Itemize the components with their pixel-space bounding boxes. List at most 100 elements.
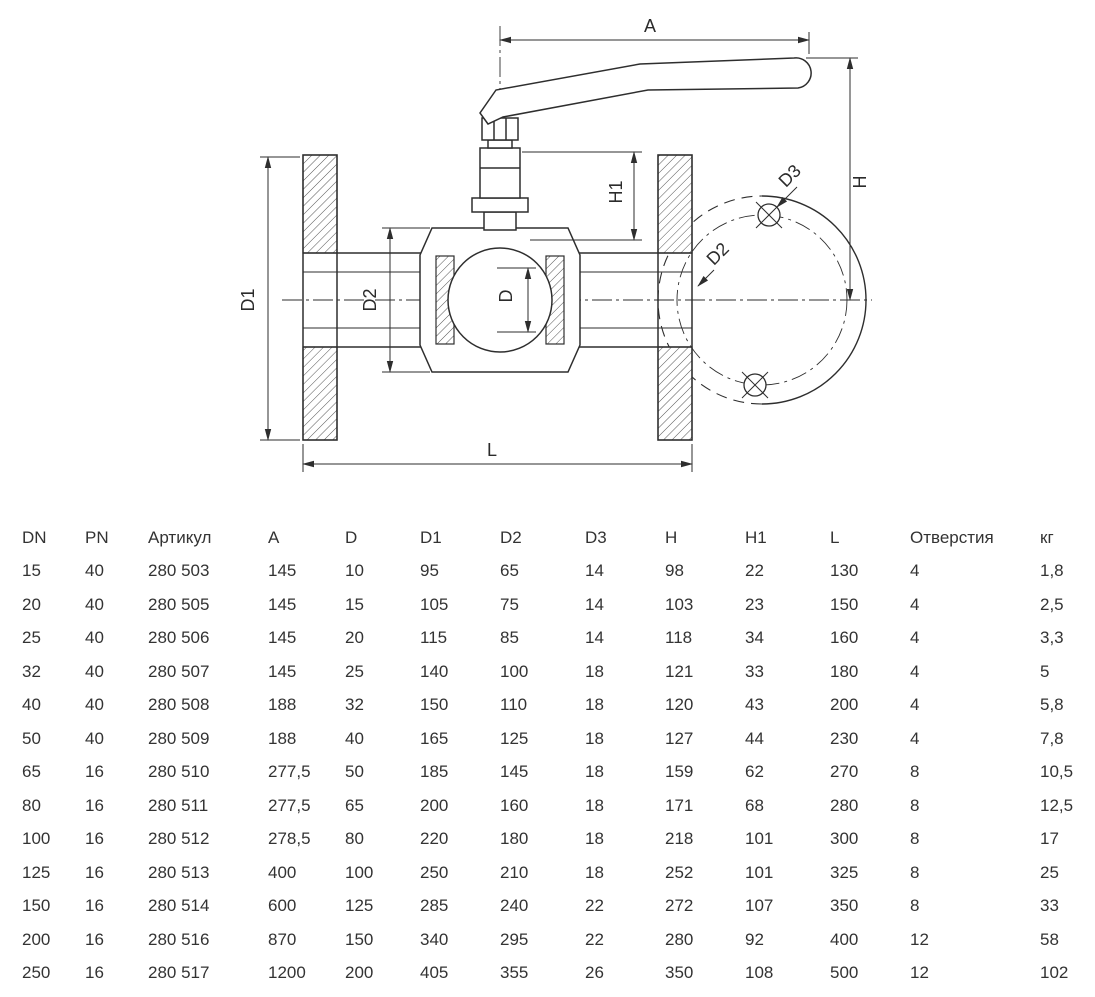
table-cell: 4 — [910, 561, 920, 581]
stem-assembly — [471, 117, 529, 231]
table-cell: 145 — [268, 628, 297, 648]
handle-lever — [479, 57, 812, 125]
table-cell: 140 — [420, 661, 449, 681]
column-header: DN — [22, 527, 47, 547]
table-cell: 185 — [420, 762, 449, 782]
table-cell: 400 — [268, 862, 297, 882]
table-cell: 250 — [420, 862, 449, 882]
table-cell: 16 — [85, 929, 104, 949]
table-cell: 1,8 — [1040, 561, 1064, 581]
table-row: 80 16 280 511 277,5 65 200 160 18 171 68… — [22, 789, 1095, 823]
label-D2: D2 — [360, 288, 380, 311]
table-cell: 171 — [665, 795, 694, 815]
table-cell: 100 — [500, 661, 529, 681]
table-cell: 145 — [268, 594, 297, 614]
table-row: 125 16 280 513 400 100 250 210 18 252 10… — [22, 856, 1095, 890]
label-D3-face: D3 — [775, 161, 805, 191]
table-cell: 8 — [910, 762, 920, 782]
table-cell: 25 — [22, 628, 41, 648]
column-header: H1 — [745, 527, 767, 547]
table-cell: 65 — [500, 561, 519, 581]
table-cell: 400 — [830, 929, 859, 949]
table-cell: 160 — [500, 795, 529, 815]
dim-A — [499, 32, 810, 54]
table-cell: 20 — [22, 594, 41, 614]
table-cell: 18 — [585, 762, 604, 782]
table-cell: 280 506 — [148, 628, 210, 648]
table-cell: 18 — [585, 695, 604, 715]
table-cell: 98 — [665, 561, 684, 581]
column-header: PN — [85, 527, 109, 547]
table-cell: 14 — [585, 628, 604, 648]
table-cell: 280 508 — [148, 695, 210, 715]
table-cell: 150 — [22, 896, 51, 916]
table-cell: 165 — [420, 728, 449, 748]
table-cell: 870 — [268, 929, 297, 949]
table-cell: 16 — [85, 896, 104, 916]
table-cell: 18 — [585, 795, 604, 815]
table-cell: 8 — [910, 795, 920, 815]
table-cell: 26 — [585, 963, 604, 983]
table-cell: 280 509 — [148, 728, 210, 748]
table-cell: 127 — [665, 728, 694, 748]
table-cell: 40 — [22, 695, 41, 715]
flange-od-arc — [761, 195, 867, 405]
table-cell: 10 — [345, 561, 364, 581]
table-row: 50 40 280 509 188 40 165 125 18 127 44 2… — [22, 722, 1095, 756]
table-cell: 12 — [910, 929, 929, 949]
table-cell: 16 — [85, 862, 104, 882]
right-pipe — [578, 252, 692, 348]
table-cell: 92 — [745, 929, 764, 949]
table-cell: 350 — [665, 963, 694, 983]
table-cell: 115 — [420, 628, 448, 648]
table-cell: 75 — [500, 594, 519, 614]
table-cell: 43 — [745, 695, 764, 715]
table-cell: 103 — [665, 594, 694, 614]
table-cell: 240 — [500, 896, 529, 916]
table-row: 150 16 280 514 600 125 285 240 22 272 10… — [22, 890, 1095, 924]
table-cell: 159 — [665, 762, 694, 782]
table-cell: 18 — [585, 661, 604, 681]
table-cell: 340 — [420, 929, 449, 949]
table-cell: 25 — [1040, 862, 1059, 882]
table-cell: 68 — [745, 795, 764, 815]
table-cell: 25 — [345, 661, 364, 681]
table-cell: 350 — [830, 896, 859, 916]
table-cell: 120 — [665, 695, 694, 715]
table-cell: 200 — [345, 963, 374, 983]
table-cell: 280 505 — [148, 594, 210, 614]
table-cell: 200 — [830, 695, 859, 715]
table-cell: 15 — [345, 594, 364, 614]
label-D1: D1 — [238, 288, 258, 311]
table-cell: 8 — [910, 829, 920, 849]
table-cell: 180 — [830, 661, 859, 681]
table-cell: 188 — [268, 728, 297, 748]
table-row: 20 40 280 505 145 15 105 75 14 103 23 15… — [22, 588, 1095, 622]
table-cell: 80 — [22, 795, 41, 815]
table-cell: 22 — [745, 561, 764, 581]
table-cell: 108 — [745, 963, 774, 983]
label-H1: H1 — [606, 180, 626, 203]
table-cell: 16 — [85, 963, 104, 983]
column-header: Артикул — [148, 527, 212, 547]
valve-section — [302, 57, 812, 441]
table-cell: 125 — [345, 896, 374, 916]
technical-drawing-section: A H H1 D1 D2 D L D3 D2 — [238, 16, 872, 472]
table-cell: 4 — [910, 661, 920, 681]
table-cell: 16 — [85, 762, 104, 782]
table-cell: 40 — [85, 695, 104, 715]
table-cell: 280 514 — [148, 896, 210, 916]
flange-face-view — [657, 195, 867, 405]
table-cell: 16 — [85, 829, 104, 849]
table-cell: 105 — [420, 594, 449, 614]
table-cell: 150 — [345, 929, 374, 949]
dim-D3-leader — [776, 186, 798, 208]
dim-D1 — [260, 156, 300, 441]
table-cell: 65 — [345, 795, 364, 815]
left-pipe — [303, 252, 422, 348]
table-row: 200 16 280 516 870 150 340 295 22 280 92… — [22, 923, 1095, 957]
table-cell: 5,8 — [1040, 695, 1064, 715]
table-cell: 20 — [345, 628, 364, 648]
table-cell: 62 — [745, 762, 764, 782]
table-cell: 40 — [85, 661, 104, 681]
